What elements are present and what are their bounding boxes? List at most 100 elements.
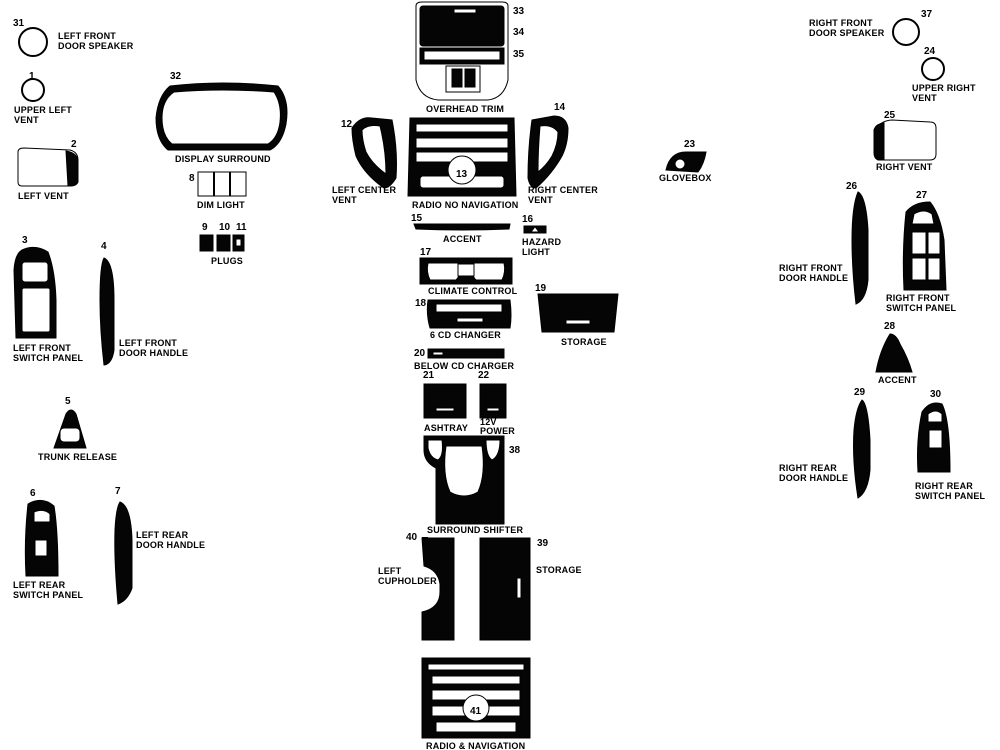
storage-shape: [565, 319, 591, 325]
part-label: DOOR SPEAKER: [809, 28, 885, 38]
part-23-glovebox: 23 GLOVEBOX: [659, 139, 712, 183]
part-26-right-front-door-handle: 26 RIGHT FRONT DOOR HANDLE: [779, 181, 869, 305]
part-label: OVERHEAD TRIM: [426, 104, 504, 114]
cd-changer-shape: [456, 317, 484, 323]
part-number: 17: [420, 247, 432, 258]
plug-shape: [199, 234, 214, 252]
part-label: DOOR HANDLE: [136, 540, 205, 550]
part-number: 1: [29, 71, 35, 82]
part-number: 21: [423, 370, 435, 381]
part-5-trunk-release: 5 TRUNK RELEASE: [38, 396, 117, 462]
part-number: 10: [219, 222, 231, 233]
part-number: 31: [13, 18, 25, 29]
part-12-left-center-vent: 12 LEFT CENTER VENT: [332, 117, 397, 205]
part-label: LEFT FRONT: [13, 343, 71, 353]
part-label: UPPER LEFT: [14, 105, 72, 115]
cupholder-shape: [421, 537, 455, 641]
part-label: ASHTRAY: [424, 423, 468, 433]
part-28-accent: 28 ACCENT: [875, 321, 917, 385]
part-label: LEFT FRONT: [119, 338, 177, 348]
part-31-left-front-door-speaker: 31 LEFT FRONT DOOR SPEAKER: [13, 18, 134, 57]
switch-panel-shape: [911, 231, 927, 255]
part-number: 38: [509, 445, 521, 456]
part-4-left-front-door-handle: 4 LEFT FRONT DOOR HANDLE: [99, 241, 188, 366]
part-number: 39: [537, 538, 549, 549]
radio-knob-shape: [462, 694, 490, 722]
part-9-10-11-plugs: 9 10 11 PLUGS: [199, 222, 247, 266]
storage-shape: [479, 537, 531, 641]
part-label: SWITCH PANEL: [915, 491, 986, 501]
below-cd-shape: [432, 351, 444, 356]
overhead-trim-shape: [453, 8, 477, 14]
part-number: 25: [884, 110, 896, 121]
part-number: 26: [846, 181, 858, 192]
door-handle-shape: [114, 501, 133, 605]
part-number: 35: [513, 49, 525, 60]
part-37-right-front-door-speaker: 37 RIGHT FRONT DOOR SPEAKER: [809, 9, 933, 46]
part-label: 6 CD CHANGER: [430, 330, 501, 340]
part-number: 40: [406, 532, 418, 543]
overhead-trim-shape: [423, 50, 501, 61]
part-label: STORAGE: [561, 337, 607, 347]
part-label: SURROUND SHIFTER: [427, 525, 524, 535]
part-7-left-rear-door-handle: 7 LEFT REAR DOOR HANDLE: [114, 486, 205, 605]
part-label: DOOR HANDLE: [779, 273, 848, 283]
dim-light-shape: [197, 171, 247, 197]
cd-changer-shape: [435, 303, 503, 313]
switch-panel-shape: [34, 539, 48, 557]
part-label: RIGHT FRONT: [809, 18, 873, 28]
climate-control-shape: [457, 263, 475, 277]
part-number: 33: [513, 6, 525, 17]
part-label: RIGHT FRONT: [886, 293, 950, 303]
overhead-trim-shape: [419, 5, 505, 47]
part-2-left-vent: 2 LEFT VENT: [17, 139, 79, 201]
switch-panel-shape: [927, 410, 943, 423]
vent-ring-shape: [921, 57, 945, 81]
part-label: BELOW CD CHARGER: [414, 361, 514, 371]
part-16-hazard-light: 16 HAZARD LIGHT: [522, 214, 561, 257]
part-number: 22: [478, 370, 490, 381]
door-handle-shape: [99, 257, 115, 366]
part-number: 14: [554, 102, 566, 113]
part-3-left-front-switch-panel: 3 LEFT FRONT SWITCH PANEL: [13, 235, 83, 363]
part-39-storage: 39 STORAGE: [479, 537, 582, 641]
ashtray-shape: [435, 407, 455, 412]
part-number: 23: [684, 139, 696, 150]
part-label: RIGHT REAR: [915, 481, 973, 491]
part-label: VENT: [332, 195, 357, 205]
part-number: 11: [236, 222, 247, 233]
switch-panel-shape: [33, 509, 51, 523]
part-15-accent: 15 ACCENT: [411, 213, 511, 244]
power-outlet-shape: [486, 407, 500, 412]
part-13-radio-no-navigation: 13 RADIO NO NAVIGATION: [407, 117, 518, 210]
part-22-12v-power: 22 12V POWER: [478, 370, 515, 436]
part-label: DOOR HANDLE: [779, 473, 848, 483]
part-label: LEFT FRONT: [58, 31, 116, 41]
part-label: VENT: [14, 115, 39, 125]
part-label: RIGHT CENTER: [528, 185, 598, 195]
overhead-trim-shape: [464, 68, 476, 88]
part-number: 12: [341, 119, 353, 130]
part-25-right-vent: 25 RIGHT VENT: [873, 110, 937, 172]
part-label: LEFT REAR: [13, 580, 66, 590]
speaker-ring-shape: [892, 18, 920, 46]
trunk-release-shape: [59, 427, 81, 443]
part-label: LIGHT: [522, 247, 550, 257]
radio-panel-shape: [415, 137, 509, 149]
part-number: 3: [22, 235, 28, 246]
switch-panel-shape: [21, 261, 49, 283]
part-19-storage: 19 STORAGE: [535, 283, 619, 347]
climate-control-shape: [471, 262, 506, 281]
part-number: 18: [415, 298, 427, 309]
part-label: 12V: [480, 417, 497, 427]
part-label: POWER: [480, 426, 515, 436]
storage-shape: [537, 293, 619, 333]
part-18-6-cd-changer: 18 6 CD CHANGER: [415, 298, 512, 340]
part-label: GLOVEBOX: [659, 173, 712, 183]
radio-panel-shape: [415, 123, 509, 133]
shifter-surround-shape: [427, 439, 443, 461]
radio-nav-shape: [427, 663, 525, 671]
part-number: 7: [115, 486, 121, 497]
ashtray-shape: [423, 383, 467, 419]
